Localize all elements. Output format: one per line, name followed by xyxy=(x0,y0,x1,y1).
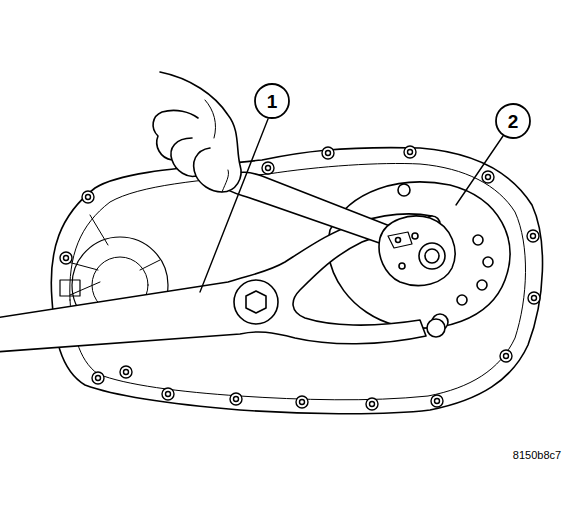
case-bolt xyxy=(482,171,494,183)
case-bolt-head xyxy=(486,175,491,180)
case-bolt xyxy=(162,388,174,400)
case-bolt xyxy=(500,350,512,362)
case-bolt-head xyxy=(326,151,331,156)
case-bolt-head xyxy=(96,376,101,381)
case-bolt-head xyxy=(300,400,305,405)
ratchet-screw xyxy=(396,238,401,243)
ratchet-drive-inner xyxy=(425,249,439,263)
hand-detail xyxy=(205,100,229,192)
case-bolt xyxy=(528,292,540,304)
case-bolt-head xyxy=(370,402,375,407)
case-bolt-head xyxy=(532,296,537,301)
hex-recess xyxy=(246,291,266,313)
case-bolt-head xyxy=(266,166,271,171)
case-bolt-head xyxy=(504,354,509,359)
flange-hole xyxy=(398,184,410,196)
ratchet-handle xyxy=(222,172,395,246)
case-bolt xyxy=(366,398,378,410)
case-bolt xyxy=(230,393,242,405)
case-bolt xyxy=(92,372,104,384)
flange-plate xyxy=(328,182,510,328)
hand xyxy=(153,72,241,192)
case-bolt xyxy=(431,395,443,407)
flange-hole xyxy=(483,257,493,267)
case-bolt xyxy=(262,162,274,174)
case-bolt xyxy=(120,366,132,378)
case-bolt-head xyxy=(408,150,413,155)
leader-line xyxy=(200,119,268,292)
hex-socket xyxy=(234,280,278,324)
ratchet-head xyxy=(379,216,455,285)
case-bolt-head xyxy=(531,234,536,239)
case-bolt xyxy=(527,230,539,242)
callout-circle xyxy=(255,84,289,118)
case-tab xyxy=(60,280,80,296)
wrench-pin xyxy=(427,319,445,337)
callout-number: 2 xyxy=(508,112,519,131)
case-bolt xyxy=(322,147,334,159)
leader-line xyxy=(456,136,503,205)
flange-hole xyxy=(477,280,487,290)
case-bolt-head xyxy=(64,256,69,261)
ratchet-screw xyxy=(399,263,405,269)
ratchet-lever xyxy=(388,232,412,248)
flange-hole xyxy=(473,235,483,245)
flange-hole xyxy=(457,295,467,305)
figure-code: 8150b8c7 xyxy=(513,450,561,461)
case-bolt xyxy=(60,252,72,264)
case-bolt-head xyxy=(435,399,440,404)
case-bolt xyxy=(82,191,94,203)
ratchet-drive xyxy=(419,243,445,269)
case-bolt-head xyxy=(86,195,91,200)
case-bolt xyxy=(404,146,416,158)
case-bolt-head xyxy=(124,370,129,375)
case-bolt xyxy=(296,396,308,408)
callout-number: 1 xyxy=(267,92,278,111)
case-bolt-head xyxy=(234,397,239,402)
ratchet-screw xyxy=(412,233,418,239)
case-bolt-head xyxy=(166,392,171,397)
callout-circle xyxy=(496,104,530,138)
